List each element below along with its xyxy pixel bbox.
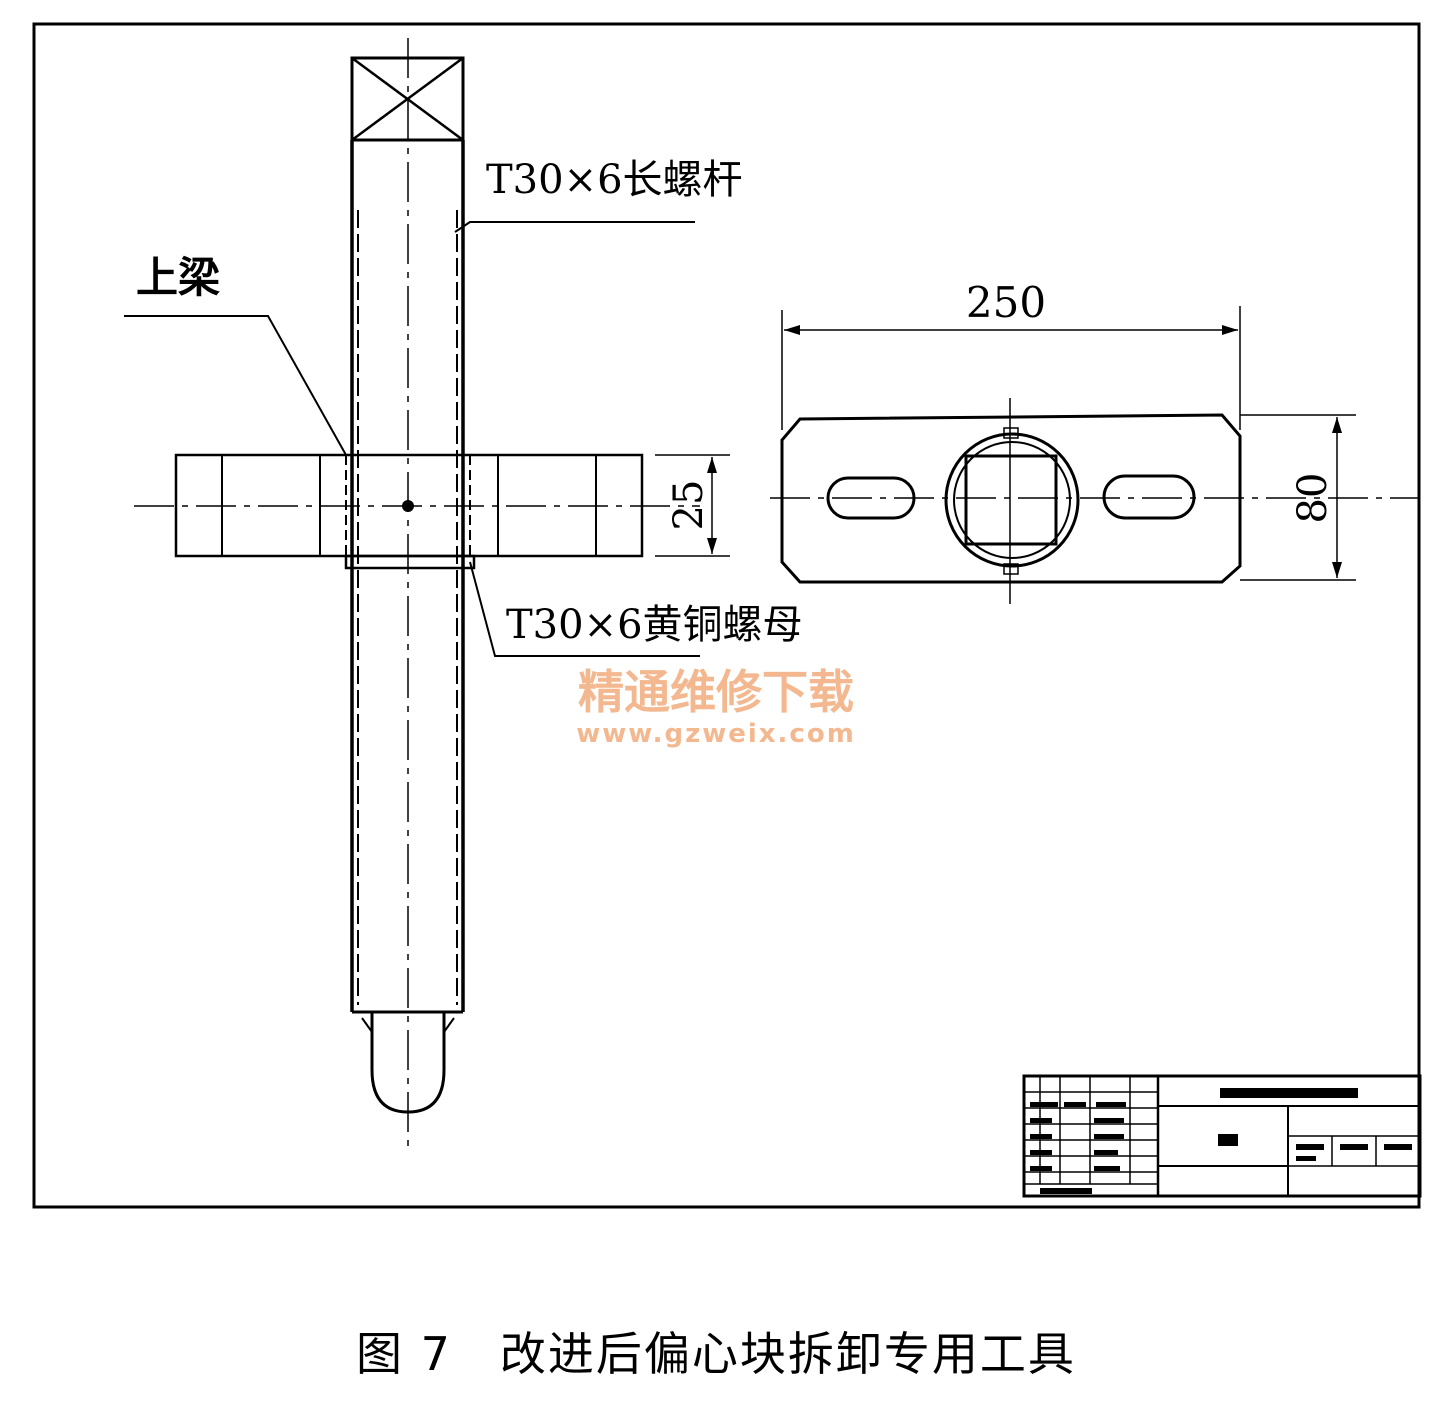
plate-outline	[780, 413, 1242, 584]
notch-bottom	[1003, 563, 1019, 575]
slot-left	[826, 476, 916, 520]
tb-mark	[1296, 1144, 1324, 1150]
label-brass-nut: T30×6黄铜螺母	[506, 602, 803, 648]
tb-mark	[1384, 1144, 1412, 1150]
tb-mark	[1030, 1102, 1058, 1107]
square-head-diagonal	[351, 56, 464, 142]
drawing-frame	[32, 22, 1421, 1209]
tb-mark	[1220, 1088, 1358, 1098]
brass-nut	[344, 554, 476, 570]
tb-mark	[1096, 1102, 1126, 1107]
tb-mark	[1094, 1134, 1124, 1139]
dim-arrow	[1222, 325, 1238, 335]
label-long-screw: T30×6长螺杆	[486, 157, 743, 203]
tb-mark	[1218, 1134, 1238, 1146]
watermark-cn: 精通维修下载	[578, 665, 854, 719]
tb-mark	[1296, 1156, 1316, 1161]
leader-brass-nut	[469, 561, 700, 657]
dim-arrow	[707, 457, 717, 473]
dim-arrow	[707, 538, 717, 554]
tb-mark	[1030, 1134, 1052, 1139]
tb-mark	[1030, 1118, 1052, 1123]
figure-caption: 图 7 改进后偏心块拆卸专用工具	[356, 1327, 1076, 1381]
tb-mark	[1340, 1144, 1368, 1150]
screw-square-head	[350, 56, 465, 142]
tb-mark	[1094, 1118, 1124, 1123]
dim-25-text: 25	[666, 480, 712, 531]
title-block	[1022, 1074, 1422, 1198]
tb-mark	[1040, 1188, 1092, 1194]
tb-mark	[1064, 1102, 1086, 1107]
tb-mark	[1094, 1150, 1118, 1155]
dim-250-text: 250	[966, 278, 1046, 327]
dim-arrow	[784, 325, 800, 335]
dim-arrow	[1332, 417, 1342, 433]
tip-step	[361, 1017, 373, 1033]
leader-long-screw	[454, 221, 695, 233]
tb-mark	[1030, 1166, 1052, 1171]
engineering-drawing: 25 T30×6长螺杆 上梁 T30×6黄铜螺母 250	[32, 22, 1422, 1209]
slot-right	[1102, 474, 1196, 520]
label-upper-beam: 上梁	[136, 253, 220, 302]
square-hole	[964, 454, 1058, 546]
screw-assembly	[124, 38, 730, 1150]
watermark-url: www.gzweix.com	[576, 719, 856, 749]
dim-80-text: 80	[1290, 473, 1336, 524]
dim-arrow	[1332, 562, 1342, 578]
title-block-marks	[1030, 1088, 1412, 1194]
notch-top	[1003, 427, 1019, 439]
tip-step	[443, 1017, 455, 1033]
tb-mark	[1094, 1166, 1120, 1171]
leader-upper-beam	[124, 315, 347, 456]
screw-rounded-tip	[370, 1012, 446, 1114]
boss-outer-circle	[944, 432, 1080, 568]
center-point	[402, 500, 414, 512]
tb-mark	[1030, 1150, 1052, 1155]
boss-inner-circle	[953, 441, 1071, 559]
eccentric-plate	[770, 306, 1418, 604]
